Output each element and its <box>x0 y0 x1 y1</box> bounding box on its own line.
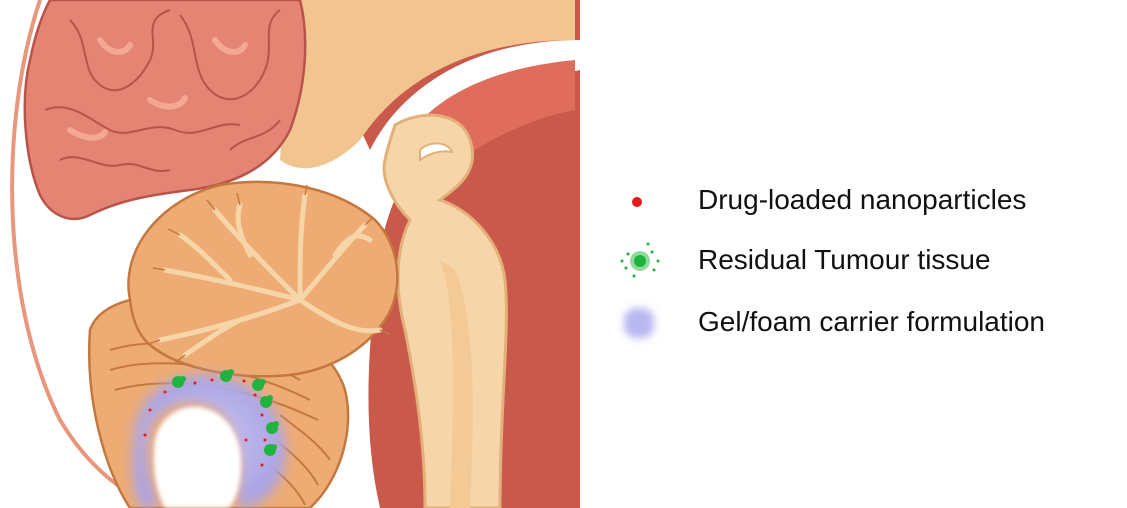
legend-label: Gel/foam carrier formulation <box>698 306 1045 338</box>
legend-label: Drug-loaded nanoparticles <box>698 184 1026 216</box>
legend-label: Residual Tumour tissue <box>698 244 991 276</box>
legend: Drug-loaded nanoparticles Residual Tumou… <box>612 168 1112 368</box>
nanoparticle-icon <box>612 176 672 226</box>
gel-carrier-icon <box>612 298 672 348</box>
legend-item-nanoparticles: Drug-loaded nanoparticles <box>612 176 1112 226</box>
legend-item-tumour: Residual Tumour tissue <box>612 236 1112 286</box>
brain-illustration <box>0 0 580 508</box>
tumour-tissue-icon <box>612 236 672 286</box>
legend-item-gel: Gel/foam carrier formulation <box>612 298 1112 348</box>
cerebellum-upper <box>128 182 397 376</box>
